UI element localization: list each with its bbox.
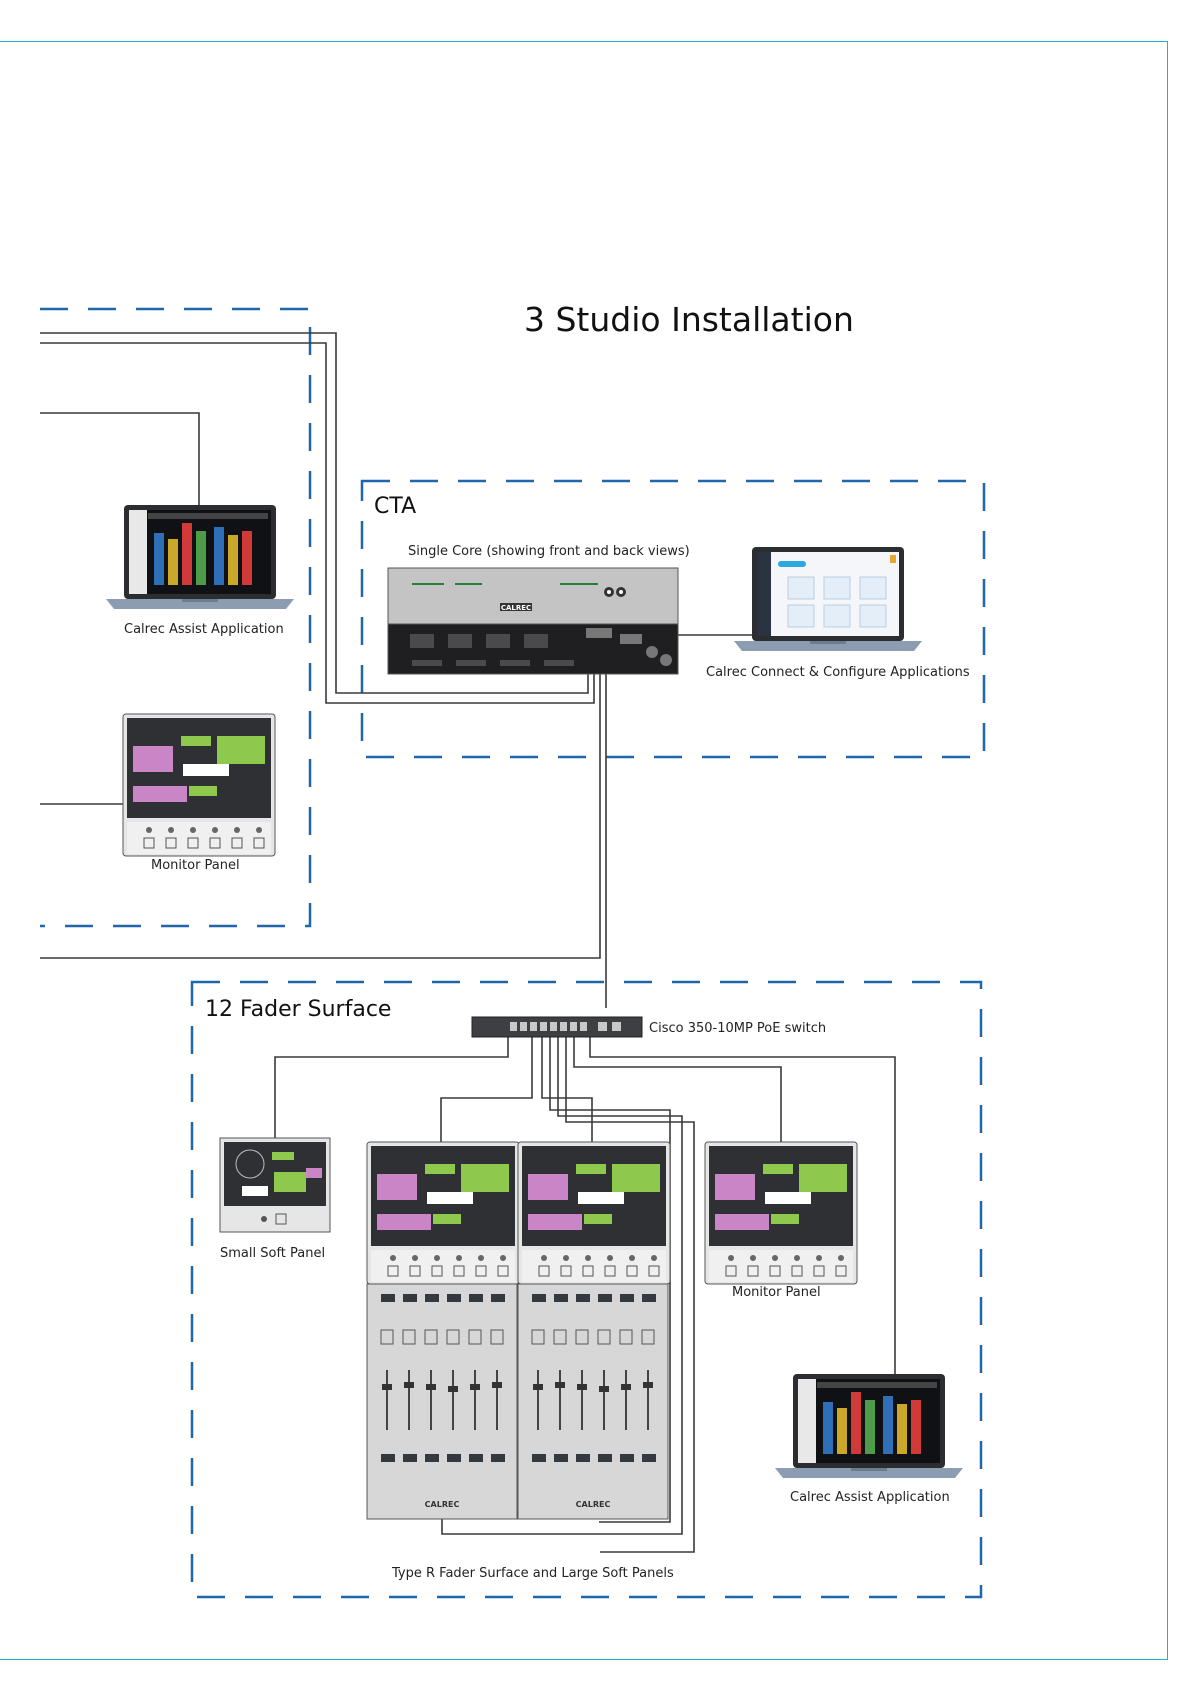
cta-group-boundary [360, 479, 986, 759]
cable-switch-panel-1 [440, 1037, 533, 1142]
page-frame [0, 41, 1168, 1660]
monitor-left-label: Monitor Panel [151, 858, 240, 873]
cable-switch-fader-2 [441, 1037, 683, 1535]
fader-module-2: CALREC [517, 1283, 669, 1520]
cable-core-studio-b [40, 342, 595, 704]
page-title: 3 Studio Installation [524, 300, 854, 339]
core-label: Single Core (showing front and back view… [408, 544, 690, 559]
fader-surface-label: Type R Fader Surface and Large Soft Pane… [392, 1566, 674, 1581]
fader-brand-logo-1: CALREC [425, 1500, 460, 1509]
large-soft-panel-1 [366, 1141, 520, 1285]
small-soft-panel-label: Small Soft Panel [220, 1246, 326, 1261]
fader-brand-logo-2: CALREC [576, 1500, 611, 1509]
monitor-panel-surface [704, 1141, 858, 1285]
cable-assist-left [40, 412, 200, 505]
core-brand-logo: CALREC [501, 604, 531, 612]
assist-surface-label: Calrec Assist Application [790, 1490, 950, 1505]
cable-switch-small-panel [274, 1037, 509, 1138]
assist-left-label: Calrec Assist Application [124, 622, 284, 637]
fader-module-1: CALREC [366, 1283, 518, 1520]
surface-group-boundary [190, 980, 983, 1599]
cable-switch-fader-1 [549, 1037, 671, 1523]
studio-group-boundary [40, 307, 312, 928]
laptop-connect-configure [734, 547, 922, 651]
switch-label: Cisco 350-10MP PoE switch [649, 1021, 827, 1036]
cisco-switch [471, 1016, 643, 1038]
cable-switch-fader-3 [565, 1037, 695, 1553]
monitor-panel-left [122, 713, 276, 857]
cable-switch-assist-right [589, 1037, 896, 1374]
cable-switch-monitor-right [573, 1037, 782, 1142]
core-back-view [387, 623, 679, 675]
monitor-surface-label: Monitor Panel [732, 1285, 821, 1300]
cable-core-studio-c [40, 636, 601, 959]
surface-group-label: 12 Fader Surface [205, 997, 392, 1022]
small-soft-panel [219, 1137, 331, 1233]
laptop-assist-left [106, 505, 294, 609]
large-soft-panel-2 [517, 1141, 671, 1285]
cable-switch-panel-2 [541, 1037, 593, 1142]
laptop-assist-surface [775, 1374, 963, 1478]
connect-configure-label: Calrec Connect & Configure Applications [706, 665, 970, 680]
core-front-view: CALREC [387, 567, 679, 625]
cta-group-label: CTA [374, 494, 417, 519]
